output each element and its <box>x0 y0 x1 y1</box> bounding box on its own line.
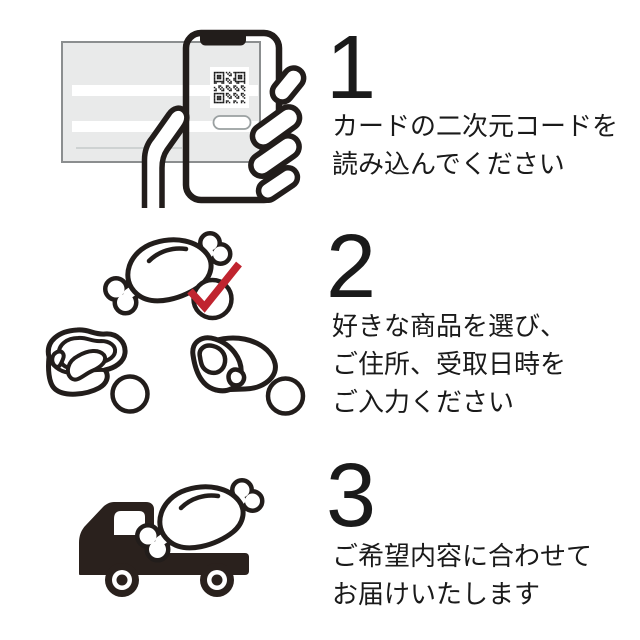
option-circle-meat-cut <box>265 376 306 416</box>
red-checkmark-icon <box>187 261 242 313</box>
scan-button-pill <box>212 115 252 130</box>
step2-illustration-meat-selection <box>45 231 306 416</box>
wheel-front <box>105 563 139 597</box>
ham-icon-on-truck <box>140 483 261 559</box>
step2-text-line3: ご入力ください <box>332 387 515 417</box>
step3-illustration-delivery-truck <box>79 458 275 597</box>
step3-text-line2: お届けいたします <box>332 579 541 609</box>
hand-fingers <box>248 65 307 203</box>
qr-code-icon <box>213 71 246 104</box>
step3-text-line1: ご希望内容に合わせて <box>332 541 593 571</box>
meat-cut-icon <box>190 335 278 394</box>
step1-text: カードの二次元コードを 読み込んでください <box>332 107 618 183</box>
step3-number: 3 <box>326 446 377 546</box>
step1-illustration-phone-scanning-card <box>61 29 307 208</box>
ring-finger <box>248 133 302 179</box>
step2-text-line2: ご住所、受取日時を <box>332 349 567 379</box>
step2-number: 2 <box>326 217 377 317</box>
ham-icon <box>103 231 233 316</box>
thumb <box>141 105 190 208</box>
step1-number: 1 <box>326 18 377 118</box>
phone-notch <box>200 36 246 46</box>
step3-text: ご希望内容に合わせて お届けいたします <box>332 537 592 613</box>
ham-shine-line <box>146 246 189 264</box>
step2-text-line1: 好きな商品を選び、 <box>332 311 567 341</box>
step2-text: 好きな商品を選び、 ご住所、受取日時を ご入力ください <box>332 307 566 421</box>
ham-body <box>125 237 214 304</box>
step1-text-line2: 読み込んでください <box>332 149 565 179</box>
truck-icon <box>79 502 249 597</box>
option-circle-steak <box>110 374 150 414</box>
index-finger <box>269 65 307 105</box>
little-finger <box>255 165 301 203</box>
card-stripe <box>72 85 258 96</box>
step1-text-line1: カードの二次元コードを <box>332 111 619 141</box>
wheel-rear <box>200 563 234 597</box>
steak-icon <box>45 327 128 397</box>
